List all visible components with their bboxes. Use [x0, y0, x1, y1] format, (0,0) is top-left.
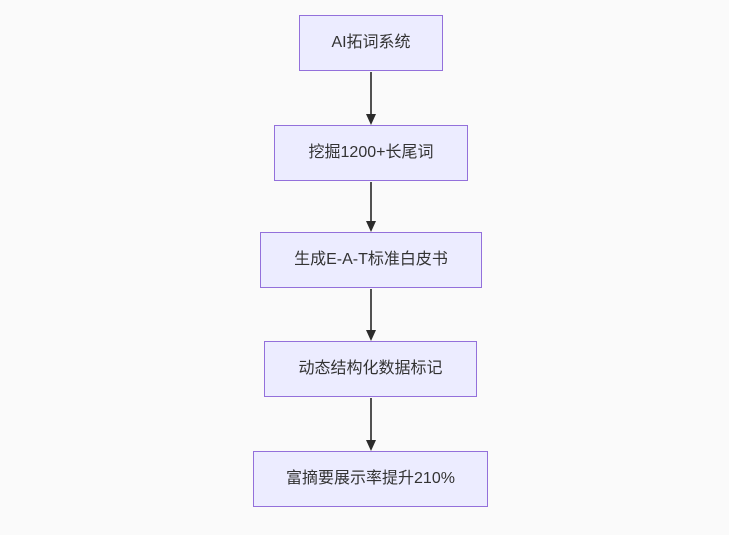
flow-node-label: AI拓词系统 — [331, 34, 411, 52]
arrow-n3-n4 — [366, 289, 376, 341]
flow-node-label: 富摘要展示率提升210% — [286, 470, 455, 488]
flow-node-structured-data: 动态结构化数据标记 — [264, 341, 477, 397]
flow-node-longtail-mining: 挖掘1200+长尾词 — [274, 125, 468, 181]
flow-node-ai-word-expansion: AI拓词系统 — [299, 15, 443, 71]
flow-node-label: 挖掘1200+长尾词 — [308, 144, 434, 162]
arrow-n1-n2 — [366, 72, 376, 125]
flow-node-label: 动态结构化数据标记 — [298, 360, 443, 378]
flow-node-rich-snippet-result: 富摘要展示率提升210% — [253, 451, 488, 507]
arrow-n4-n5 — [366, 398, 376, 451]
flow-node-eat-whitepaper: 生成E-A-T标准白皮书 — [260, 232, 482, 288]
flow-node-label: 生成E-A-T标准白皮书 — [294, 251, 448, 269]
arrow-n2-n3 — [366, 182, 376, 232]
